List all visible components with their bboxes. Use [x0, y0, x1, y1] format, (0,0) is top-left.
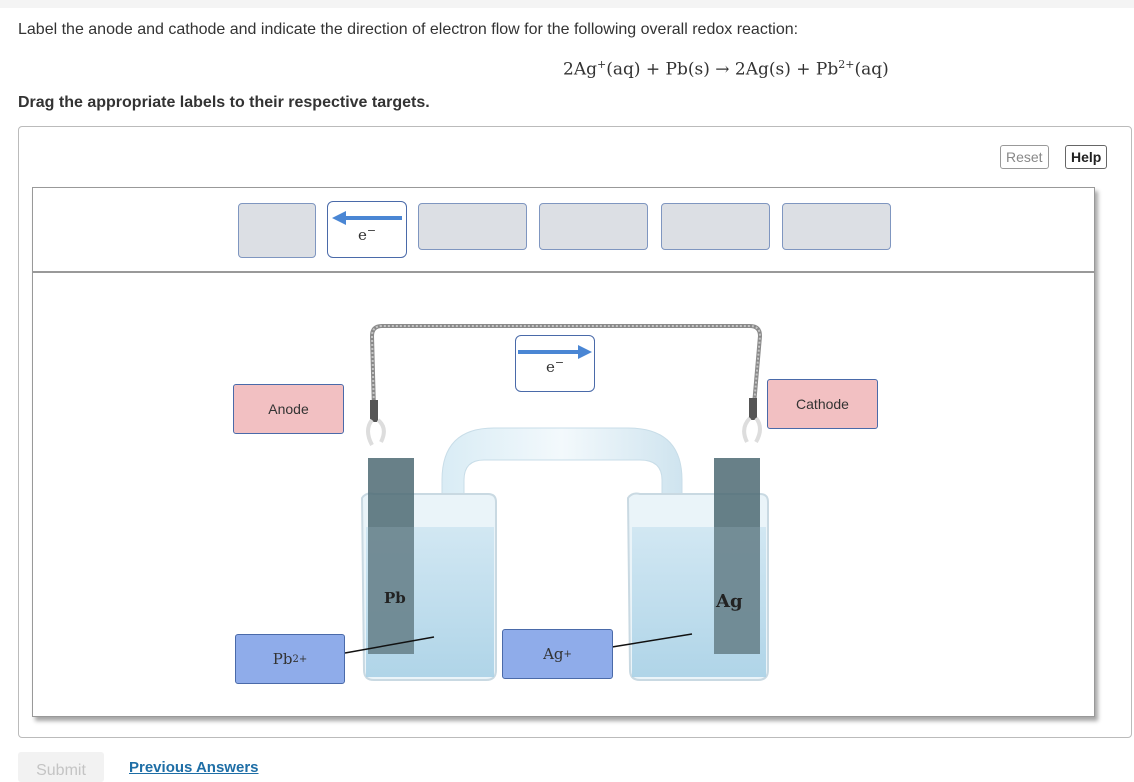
reaction-equation: 2Ag+(aq) + Pb(s) → 2Ag(s) + Pb2+(aq): [563, 58, 889, 80]
left-clip-icon: [370, 400, 378, 422]
tray-empty-slot[interactable]: [661, 203, 770, 250]
tray-empty-slot[interactable]: [238, 203, 316, 258]
equation-sup-1: +: [596, 58, 607, 71]
electron-arrow-left-label[interactable]: e−: [327, 201, 407, 258]
top-bar: [0, 0, 1134, 8]
question-text: Label the anode and cathode and indicate…: [18, 21, 799, 38]
equation-part-3: (aq): [854, 59, 889, 80]
equation-sup-2: 2+: [838, 58, 855, 71]
left-arrow-icon: [332, 211, 402, 225]
electron-arrow-right-label[interactable]: e−: [515, 335, 595, 392]
submit-button[interactable]: Submit: [18, 752, 104, 782]
tray-empty-slot[interactable]: [418, 203, 527, 250]
right-clip-icon: [749, 398, 757, 420]
anode-label[interactable]: Anode: [233, 384, 344, 434]
reset-button[interactable]: Reset: [1000, 145, 1049, 169]
cathode-label[interactable]: Cathode: [767, 379, 878, 429]
tray-empty-slot[interactable]: [539, 203, 648, 250]
drag-drop-panel: [18, 126, 1132, 738]
pb-electrode-text: Pb: [384, 589, 406, 607]
equation-part-1: 2Ag: [563, 59, 597, 80]
tray-empty-slot[interactable]: [782, 203, 891, 250]
electron-symbol: e−: [545, 356, 565, 376]
ag-electrode-text: Ag: [715, 591, 743, 612]
instruction-text: Drag the appropriate labels to their res…: [18, 94, 430, 111]
help-button[interactable]: Help: [1065, 145, 1108, 169]
tray-divider: [32, 271, 1095, 273]
equation-part-2: (aq) + Pb(s) → 2Ag(s) + Pb: [606, 59, 839, 80]
ag-ion-label[interactable]: Ag+: [502, 629, 613, 679]
electron-symbol: e−: [357, 224, 377, 244]
right-arrow-icon: [518, 345, 592, 359]
previous-answers-link[interactable]: Previous Answers: [129, 759, 259, 776]
